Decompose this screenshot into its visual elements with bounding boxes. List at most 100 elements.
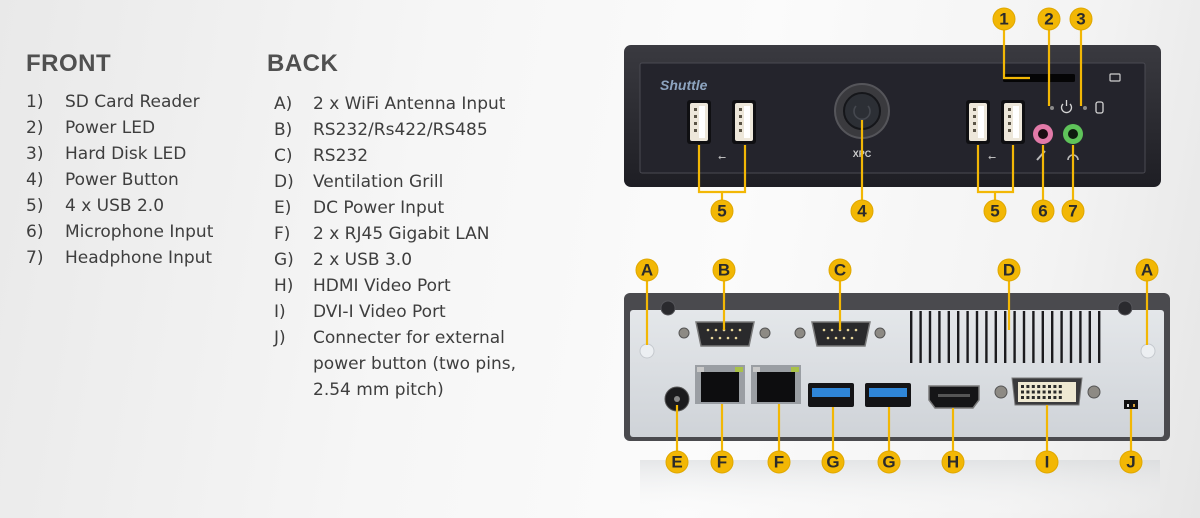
dvi-pin xyxy=(1058,385,1062,388)
dvi-pin xyxy=(1053,396,1057,399)
item-key: G) xyxy=(274,250,294,270)
list-item: D)Ventilation Grill xyxy=(274,169,558,195)
brand-logo: Shuttle xyxy=(660,77,708,93)
item-label: Headphone Input xyxy=(65,248,213,268)
usb2-port xyxy=(966,100,990,144)
hard-disk-icon xyxy=(1095,101,1104,114)
svg-text:J: J xyxy=(1126,453,1135,472)
item-label: DC Power Input xyxy=(313,198,445,218)
microphone-jack xyxy=(1033,124,1053,144)
svg-text:3: 3 xyxy=(1076,10,1085,29)
dvi-pin xyxy=(1048,390,1051,394)
callout-e: E xyxy=(665,450,689,474)
item-label: Ventilation Grill xyxy=(313,172,444,192)
vent-slot xyxy=(1098,311,1101,363)
callout-4: 4 xyxy=(850,199,874,223)
back-component-list: A)2 x WiFi Antenna Input B)RS232/Rs422/R… xyxy=(274,91,558,403)
item-label: SD Card Reader xyxy=(65,92,200,112)
dvi-pin xyxy=(1026,390,1030,394)
dvi-pin xyxy=(1058,390,1062,394)
svg-text:E: E xyxy=(671,453,682,472)
item-key: E) xyxy=(274,198,292,218)
wifi-antenna-hole xyxy=(639,343,655,359)
list-item: J)Connecter for external power button (t… xyxy=(274,325,558,403)
back-chassis xyxy=(624,293,1170,518)
power-button[interactable] xyxy=(834,83,890,139)
svg-text:D: D xyxy=(1003,261,1015,280)
power-button-header xyxy=(1124,400,1138,409)
rj45-port xyxy=(695,365,745,404)
callout-1: 1 xyxy=(992,7,1016,31)
callout-i: I xyxy=(1035,450,1059,474)
callout-c: C xyxy=(828,258,852,282)
vent-slot xyxy=(1079,311,1082,363)
item-label: Microphone Input xyxy=(65,222,214,242)
dvi-pin xyxy=(1037,390,1041,394)
item-label: HDMI Video Port xyxy=(313,276,451,296)
vent-slot xyxy=(1051,311,1054,363)
rj45-port xyxy=(751,365,801,404)
list-item: 2)Power LED xyxy=(26,115,213,141)
item-key: J) xyxy=(274,328,286,348)
callout-f-2: F xyxy=(767,450,791,474)
list-item: C)RS232 xyxy=(274,143,558,169)
item-label: Power LED xyxy=(65,118,156,138)
callout-5-left: 5 xyxy=(710,199,734,223)
list-item: H) HDMI Video Port xyxy=(274,273,558,299)
dvi-pin xyxy=(1031,385,1035,388)
svg-text:B: B xyxy=(718,261,730,280)
sd-card-slot xyxy=(1003,74,1075,82)
serial-port-c xyxy=(794,321,886,347)
svg-text:A: A xyxy=(641,261,653,280)
list-item: G) 2 x USB 3.0 xyxy=(274,247,558,273)
item-key: 7) xyxy=(26,248,44,268)
item-key: A) xyxy=(274,94,293,114)
dvi-pin xyxy=(1021,396,1024,399)
usb3-port xyxy=(865,383,911,407)
svg-text:2: 2 xyxy=(1044,10,1053,29)
vent-slot xyxy=(938,311,941,363)
svg-text:C: C xyxy=(834,261,846,280)
vent-slot xyxy=(928,311,932,363)
dvi-pin xyxy=(1042,396,1046,399)
back-leader-lines xyxy=(645,280,1149,452)
item-key: 4) xyxy=(26,170,44,190)
list-item: B)RS232/Rs422/RS485 xyxy=(274,117,558,143)
list-item: 1)SD Card Reader xyxy=(26,89,213,115)
list-item: 6) Microphone Input xyxy=(26,219,213,245)
vent-slot xyxy=(957,311,960,363)
callout-g-1: G xyxy=(821,450,845,474)
vent-slot xyxy=(1004,311,1007,363)
power-symbol-icon xyxy=(1060,100,1073,114)
dvi-pin xyxy=(1021,385,1024,388)
callout-6: 6 xyxy=(1031,199,1055,223)
callout-3: 3 xyxy=(1069,7,1093,31)
card-icon xyxy=(1109,73,1121,82)
callout-j: J xyxy=(1119,450,1143,474)
usb-symbol-icon: ⭠ xyxy=(718,152,726,163)
front-leader-lines xyxy=(697,19,1083,200)
vent-slot xyxy=(985,311,988,363)
item-key: 3) xyxy=(26,144,44,164)
item-key: 6) xyxy=(26,222,44,242)
dvi-pin xyxy=(1037,396,1041,399)
back-heading: BACK xyxy=(267,50,339,77)
list-item: F)2 x RJ45 Gigabit LAN xyxy=(274,221,558,247)
item-key: H) xyxy=(274,276,294,296)
front-bezel xyxy=(639,62,1146,174)
vent-slot xyxy=(947,311,950,363)
item-label: 2 x USB 3.0 xyxy=(313,250,413,270)
vent-slot xyxy=(1032,311,1035,363)
svg-text:A: A xyxy=(1141,261,1153,280)
svg-text:6: 6 xyxy=(1038,202,1047,221)
callout-b: B xyxy=(712,258,736,282)
svg-text:F: F xyxy=(717,453,727,472)
power-led xyxy=(1050,106,1054,110)
dvi-pin xyxy=(1037,385,1041,388)
svg-text:G: G xyxy=(882,453,895,472)
vent-slot xyxy=(910,311,913,363)
dvi-pin xyxy=(1053,385,1057,388)
item-key: 5) xyxy=(26,196,44,216)
vent-slot xyxy=(1022,311,1026,363)
